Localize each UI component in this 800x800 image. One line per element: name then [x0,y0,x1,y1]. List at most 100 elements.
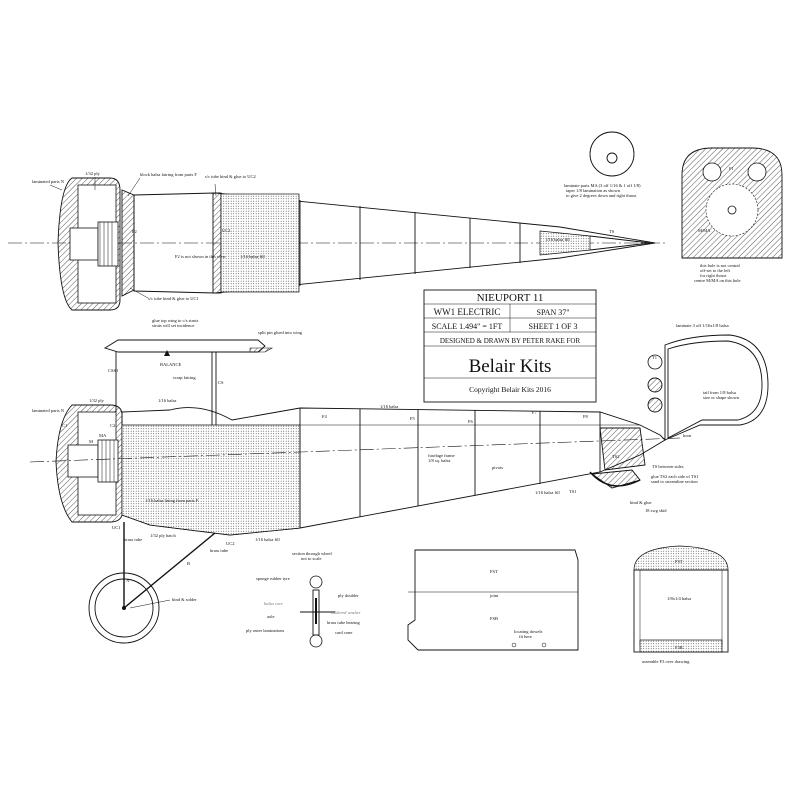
label-css1: CSS1 [108,368,118,373]
label-belly-fill: 1/16 balsa fill [255,537,280,542]
side-motor [67,444,99,478]
label-f8: F8 [583,414,589,419]
label-sc-tube-uc2: s/c tube bind & glue to UC2 [205,174,256,179]
label-strut-a: A [126,578,130,583]
label-ts2: TS2 [612,454,620,459]
hatch-outline [407,549,579,651]
label-ts1: TS1 [569,489,577,494]
thrust-washer [589,131,635,177]
label-ply-doubler: ply doubler [338,593,359,598]
label-side-ply: 1/32 ply [89,398,105,403]
label-glue-ts2: glue TS2 each side of TS1 sand to stream… [651,474,700,484]
side-balsa-fill [121,424,301,536]
label-ply: 1/32 ply [85,171,101,176]
top-balsa-fill [220,193,300,293]
top-motor [69,227,99,261]
label-c1: C1 [62,423,67,428]
title-type: WW1 ELECTRIC [434,307,501,317]
label-tail-fill: 1/16 balsa fill [535,490,560,495]
label-balsa-core: balsa core [264,601,283,606]
wheel-section-title: section through wheel not to scale [292,551,333,561]
label-f4: F4 [322,414,328,419]
nose-detail: F1 M/MA this hole is not central off-set… [681,147,783,283]
label-fst: FST [490,569,498,574]
label-ply-hatch: 1/32 ply hatch [150,533,176,538]
rudder-outline [664,334,769,441]
label-f7: F7 [532,410,538,415]
label-axle: axle [267,614,275,619]
label-m: M [89,439,93,444]
label-t1: T1 [652,355,657,360]
thrust-part: laminate parts MA (3 off 1/16 & 1 off 1/… [564,131,642,198]
label-brass-tube: brass tube [124,537,142,542]
label-horn: horn [683,433,692,438]
title-span: SPAN 37" [537,308,570,317]
label-cs: CS [218,380,224,385]
side-view: glue top wing to c/s struts struts will … [29,318,700,553]
label-f3t: F3T [675,559,683,564]
label-balance: BALANCE [160,362,182,367]
f3-view: F3T 1/8x1/4 balsa F3B assemble F3 over d… [633,545,729,664]
title-designer: DESIGNED & DRAWN BY PETER RAKE FOR [440,337,581,345]
label-skid: 18 swg skid [645,508,667,513]
label-joint: joint [489,593,499,598]
label-assemble: assemble F3 over drawing [642,659,690,664]
label-scrap-fairing: scrap fairing [173,375,196,380]
label-hatch-note: 1/16 balsa lining from parts F [145,498,199,503]
label-f6: F6 [468,419,474,424]
hatch-part: FST joint FSB locating dowels fit here [407,549,579,651]
label-uc1: UC1 [112,525,121,530]
label-ts-between: TS between sides [652,464,684,469]
balance-arrow [164,350,170,356]
label-ply-outer: ply outer laminations [246,628,284,633]
wheel-section: section through wheel not to scale spong… [246,551,361,648]
title-copyright: Copyright Belair Kits 2016 [469,385,551,394]
top-view: laminated parts N 1/32 ply block balsa f… [8,171,668,311]
label-top-balsa-fill: 1/16 balsa fill [240,254,265,259]
label-dowels: locating dowels fit here [514,629,544,639]
label-soldered-washer: soldered washer [331,610,361,615]
nose-hole-note: this hole is not central off-set to the … [694,263,741,283]
label-fsb: FSB [490,616,498,621]
label-deck-balsa: 1/16 balsa [380,404,398,409]
label-f3-balsa: 1/8x1/4 balsa [667,596,691,601]
label-strut-b: B [187,561,190,566]
former-uc2 [212,192,222,294]
rudder: laminate 3 off 1/16x1/8 balsa T1 tail fr… [647,323,769,441]
wheel [88,572,160,644]
title-block: NIEUPORT 11 WW1 ELECTRIC SPAN 37" SCALE … [423,289,597,403]
label-f2: F2 [132,229,137,234]
tail-balsa-fill [539,230,591,256]
title-sheet: SHEET 1 OF 3 [529,322,578,331]
label-tail-fill: 1/16 balsa fill [545,237,570,242]
title-name: NIEUPORT 11 [477,292,544,304]
label-ma: MA [99,433,107,438]
label-pivots: pivots [492,465,503,470]
label-f1: F1 [729,166,734,171]
undercarriage: A B bind & solder [88,522,216,644]
label-tyre: sponge rubber tyre [256,576,290,581]
label-lamination: laminate 3 off 1/16x1/8 balsa [676,323,729,328]
label-sc-tube-uc1: s/c tube bind & glue to UC1 [148,296,199,301]
label-side-laminated: laminated parts N [32,408,65,413]
label-c2: C2 [110,423,115,428]
label-ts: TS [609,229,615,234]
label-uc2: UC2 [222,228,231,233]
label-uc2: UC2 [226,541,235,546]
label-fuselage-frame: fuselage frame 1/8 sq. balsa [428,453,456,463]
block-fairing [121,189,135,297]
top-wing-section [103,339,266,353]
label-block-fairing: block balsa fairing from parts F [140,172,197,177]
title-scale: SCALE 1.494" = 1FT [432,322,503,331]
thrust-note: laminate parts MA (3 off 1/16 & 1 off 1/… [564,183,642,198]
title-brand: Belair Kits [469,356,552,377]
label-wing-note: glue top wing to c/s struts struts will … [152,318,200,328]
label-card-cone: card cone [335,630,352,635]
label-side-balsa: 1/16 balsa [158,398,176,403]
label-laminated-n: laminated parts N [32,179,65,184]
label-split-pin: split pin glued into wing [258,330,303,335]
label-tail-note: tail from 1/8 balsa size or shape shown [703,390,740,400]
label-m-ma: M/MA [698,228,711,233]
label-f5: F5 [410,416,416,421]
side-tail-fill [599,427,646,471]
